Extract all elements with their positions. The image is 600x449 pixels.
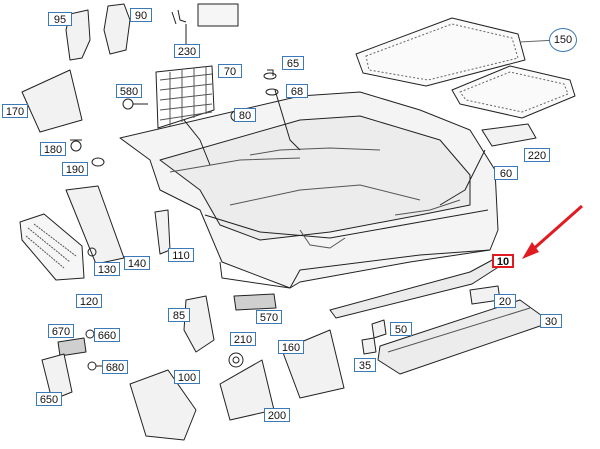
highlight-arrow [522, 204, 583, 259]
callout-660: 660 [94, 328, 120, 342]
cap-part-190 [91, 157, 105, 167]
callout-100: 100 [174, 370, 200, 384]
pad-part-570 [233, 293, 277, 311]
callout-160: 160 [278, 340, 304, 354]
handle-part-650 [41, 353, 73, 401]
callout-60: 60 [494, 166, 518, 180]
tube-part-230 [197, 3, 239, 27]
callout-85: 85 [168, 308, 190, 322]
leader-line-70 [179, 114, 211, 166]
callout-180: 180 [40, 142, 66, 156]
leader-line-68 [274, 89, 301, 151]
callout-10-highlighted: 10 [492, 254, 514, 268]
latch-part-670 [57, 337, 87, 357]
clip-part [171, 9, 187, 25]
bolt-part-65 [263, 69, 277, 80]
side-trim-part-120 [19, 213, 85, 281]
grommet-part-210 [228, 352, 244, 368]
panel-part-100 [129, 369, 197, 441]
floor-mat-part [355, 17, 576, 119]
clip-part-50 [371, 319, 387, 339]
clip-part-35 [361, 337, 377, 355]
callout-670: 670 [48, 324, 74, 338]
bracket-part-85 [183, 295, 215, 353]
callout-200: 200 [264, 408, 290, 422]
trim-part-90 [103, 3, 131, 55]
callout-680: 680 [102, 360, 128, 374]
callout-30: 30 [540, 314, 562, 328]
clip-part-130 [87, 247, 97, 257]
callout-90: 90 [130, 8, 152, 22]
callout-70: 70 [218, 64, 242, 78]
callout-190: 190 [62, 162, 88, 176]
callout-20: 20 [494, 294, 516, 308]
trim-part-170 [21, 69, 83, 133]
callout-140: 140 [124, 256, 150, 270]
callout-80: 80 [234, 108, 256, 122]
callout-68: 68 [286, 84, 308, 98]
bracket-part-220 [481, 123, 537, 147]
callout-210: 210 [230, 332, 256, 346]
bolt-part-580 [122, 98, 148, 110]
callout-220: 220 [524, 148, 550, 162]
callout-650: 650 [36, 392, 62, 406]
callout-50: 50 [390, 322, 412, 336]
callout-150: 150 [549, 28, 577, 52]
callout-580: 580 [116, 84, 142, 98]
leader-line-60 [439, 149, 486, 206]
callout-65: 65 [282, 56, 304, 70]
callout-170: 170 [2, 104, 28, 118]
callout-230: 230 [174, 44, 200, 58]
callout-570: 570 [256, 310, 282, 324]
callout-35: 35 [354, 358, 376, 372]
floor-pan-part [119, 91, 499, 289]
bolt-part-68 [265, 88, 279, 96]
callout-110: 110 [168, 248, 194, 262]
callout-95: 95 [48, 12, 72, 26]
callout-130: 130 [94, 262, 120, 276]
callout-120: 120 [76, 294, 102, 308]
cargo-net-part [155, 65, 215, 129]
clip-part-180 [70, 139, 82, 152]
trim-part-95 [65, 9, 91, 61]
